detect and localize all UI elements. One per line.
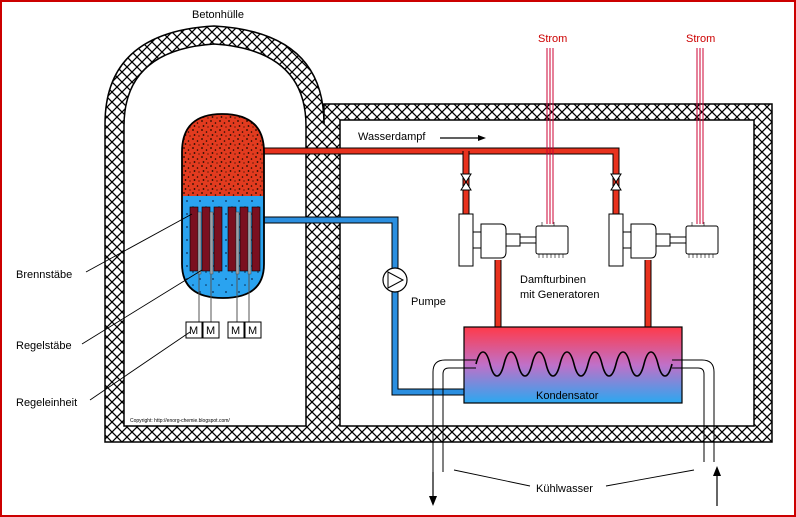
pump — [382, 267, 408, 293]
cooling-coil — [475, 351, 673, 377]
power-lines-left — [546, 48, 554, 224]
cooling-water-outflow-arrow — [429, 472, 437, 506]
cooling-water-pipes — [432, 359, 715, 472]
steam-valve-right — [610, 173, 622, 191]
cooling-water-inflow-arrow — [713, 466, 721, 506]
control-rods-label: Regelstäbe — [16, 340, 72, 352]
steam-valve-left — [460, 173, 472, 191]
power-label-left: Strom — [538, 33, 567, 45]
control-drive-rods — [198, 274, 250, 322]
reactor-vessel — [181, 113, 265, 299]
cooling-water-leaders — [453, 469, 695, 487]
condenser-label: Kondensator — [536, 390, 599, 402]
concrete-shell-label: Betonhülle — [192, 9, 244, 21]
leader-lines — [81, 213, 203, 401]
motor-label: M — [231, 325, 240, 337]
steam-direction-arrow — [440, 135, 486, 141]
motor-label: M — [206, 325, 215, 337]
feedwater-line — [264, 216, 464, 396]
motor-label: M — [248, 325, 257, 337]
fuel-rods-label: Brennstäbe — [16, 269, 72, 281]
copyright-text: Copyright: http://enorg-chemie.blogspot.… — [130, 418, 230, 424]
turbines-label-line2: mit Generatoren — [520, 289, 599, 301]
motor-label: M — [189, 325, 198, 337]
power-lines-right — [696, 48, 704, 224]
condenser — [463, 326, 683, 404]
steam-line — [264, 147, 620, 214]
control-unit-label: Regeleinheit — [16, 397, 77, 409]
cooling-water-label: Kühlwasser — [536, 483, 593, 495]
control-motors: M M M M — [185, 321, 262, 339]
steam-label: Wasserdampf — [358, 131, 426, 143]
exhaust-steam-pipes — [494, 260, 652, 328]
turbine-generator-left — [458, 213, 569, 267]
turbine-generator-right — [608, 213, 719, 267]
power-label-right: Strom — [686, 33, 715, 45]
turbines-label-line1: Damfturbinen — [520, 274, 586, 286]
pump-label: Pumpe — [411, 296, 446, 308]
